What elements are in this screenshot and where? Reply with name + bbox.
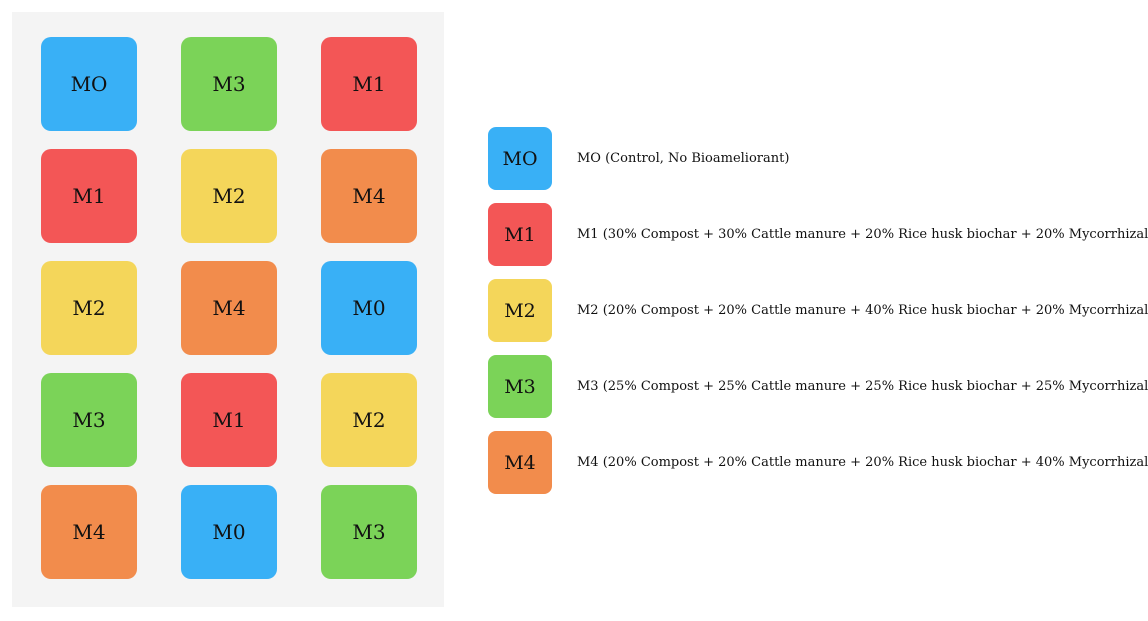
plot-cell-r2-c2: M2 (181, 149, 277, 243)
plot-cell-r3-c2: M4 (181, 261, 277, 355)
legend-item-mo: MO MO (Control, No Bioameliorant) (488, 127, 1148, 190)
plot-cell-r5-c3: M3 (321, 485, 417, 579)
plot-cell-r3-c3: M0 (321, 261, 417, 355)
plot-cell-r1-c1: MO (41, 37, 137, 131)
legend-swatch-m2: M2 (488, 279, 552, 342)
legend-item-m2: M2 M2 (20% Compost + 20% Cattle manure +… (488, 279, 1148, 342)
legend-description-m3: M3 (25% Compost + 25% Cattle manure + 25… (577, 379, 1148, 394)
experimental-layout-panel: MO M3 M1 M1 M2 M4 M2 M4 M0 M3 M1 M2 M4 M… (12, 12, 444, 607)
plot-cell-r4-c1: M3 (41, 373, 137, 467)
plot-cell-r4-c3: M2 (321, 373, 417, 467)
legend-swatch-m1: M1 (488, 203, 552, 266)
plot-cell-r5-c1: M4 (41, 485, 137, 579)
plot-cell-r3-c1: M2 (41, 261, 137, 355)
legend-item-m4: M4 M4 (20% Compost + 20% Cattle manure +… (488, 431, 1148, 494)
plot-cell-r5-c2: M0 (181, 485, 277, 579)
plot-cell-r4-c2: M1 (181, 373, 277, 467)
legend-item-m1: M1 M1 (30% Compost + 30% Cattle manure +… (488, 203, 1148, 266)
plot-grid: MO M3 M1 M1 M2 M4 M2 M4 M0 M3 M1 M2 M4 M… (41, 37, 417, 579)
legend-description-m1: M1 (30% Compost + 30% Cattle manure + 20… (577, 227, 1148, 242)
legend-swatch-m3: M3 (488, 355, 552, 418)
legend-description-m2: M2 (20% Compost + 20% Cattle manure + 40… (577, 303, 1148, 318)
plot-cell-r2-c3: M4 (321, 149, 417, 243)
treatment-legend: MO MO (Control, No Bioameliorant) M1 M1 … (488, 127, 1148, 507)
legend-item-m3: M3 M3 (25% Compost + 25% Cattle manure +… (488, 355, 1148, 418)
legend-description-m4: M4 (20% Compost + 20% Cattle manure + 20… (577, 455, 1148, 470)
plot-cell-r1-c3: M1 (321, 37, 417, 131)
legend-description-mo: MO (Control, No Bioameliorant) (577, 151, 790, 166)
legend-swatch-mo: MO (488, 127, 552, 190)
plot-cell-r1-c2: M3 (181, 37, 277, 131)
plot-cell-r2-c1: M1 (41, 149, 137, 243)
legend-swatch-m4: M4 (488, 431, 552, 494)
